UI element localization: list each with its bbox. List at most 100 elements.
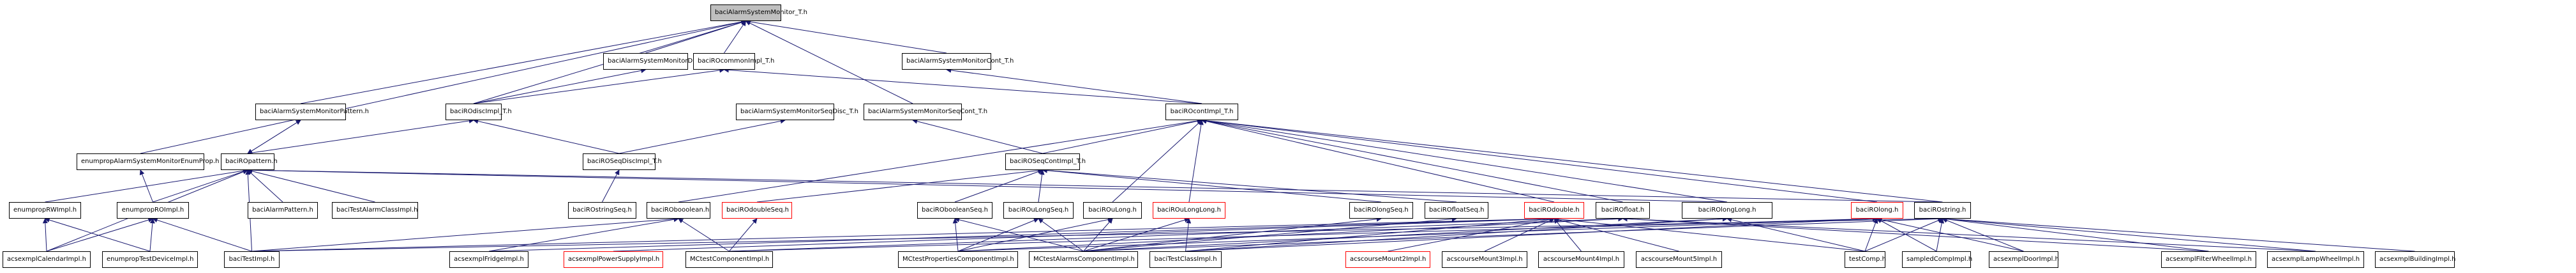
dependency-edge <box>1112 120 1202 203</box>
graph-node[interactable]: baciROstringSeq.h <box>568 202 636 219</box>
dependency-edge <box>678 218 730 252</box>
dependency-edge <box>1038 169 1045 203</box>
dependency-edge <box>1942 216 2316 252</box>
graph-node[interactable]: enumpropRWImpl.h <box>9 202 81 219</box>
graph-node[interactable]: baciROSeqDiscImpl_T.h <box>583 153 662 170</box>
dependency-edge <box>957 217 1113 252</box>
dependency-edge <box>745 20 913 104</box>
dependency-edge <box>1042 168 1382 203</box>
dependency-edge <box>618 118 786 154</box>
graph-node[interactable]: baciAlarmSystemMonitorPattern.h <box>255 104 369 120</box>
graph-node[interactable]: baciTestClassImpl.h <box>1149 251 1222 268</box>
graph-node[interactable]: enumpropAlarmSystemMonitorEnumProp.h <box>77 153 219 170</box>
graph-node[interactable]: baciROSeqContImpl_T.h <box>1005 153 1086 170</box>
node-root[interactable]: baciAlarmSystemMonitor_T.h <box>710 4 807 21</box>
dependency-edge <box>1042 168 1457 203</box>
graph-node[interactable]: acsexmplLampWheelImpl.h <box>2267 251 2364 268</box>
dependency-edge <box>300 19 747 104</box>
dependency-edge <box>1185 216 1878 252</box>
graph-node[interactable]: baciAlarmPattern.h <box>248 202 318 219</box>
dependency-edge <box>723 67 1202 104</box>
dependency-edge <box>1201 118 1878 203</box>
dependency-edge <box>251 216 1555 252</box>
graph-node[interactable]: MCtestAlarmsComponentImpl.h <box>1029 251 1138 268</box>
graph-node[interactable]: baciAlarmSystemMonitorSeqDisc_T.h <box>736 104 858 120</box>
graph-node[interactable]: acsexmplFridgeImpl.h <box>449 251 528 268</box>
graph-node[interactable]: acsexmplBuildingImpl.h <box>2375 251 2456 268</box>
dependency-edge <box>1554 216 1866 252</box>
graph-node[interactable]: baciROlongSeq.h <box>1349 202 1413 219</box>
dependency-edge <box>44 217 151 252</box>
dependency-edge <box>247 168 375 203</box>
graph-node[interactable]: baciROuLongLong.h <box>1153 202 1225 219</box>
graph-node[interactable]: baciAlarmSystemMonitorCont_T.h <box>902 53 1014 70</box>
dependency-edge <box>1185 216 1728 252</box>
graph-node[interactable]: MCtestComponentImpl.h <box>685 251 773 268</box>
graph-node[interactable]: baciTestAlarmClassImpl.h <box>332 202 418 219</box>
graph-node[interactable]: baciROpattern.h <box>221 153 278 170</box>
graph-node[interactable]: baciROcommonImpl_T.h <box>693 53 774 70</box>
graph-node[interactable]: acscourseMount5Impl.h <box>1636 251 1722 268</box>
graph-node[interactable]: baciROlongLong.h <box>1682 202 1772 219</box>
dependency-edge <box>946 67 1202 104</box>
graph-node[interactable]: acscourseMount2Impl.h <box>1345 251 1430 268</box>
dependency-edge <box>1185 216 1555 252</box>
graph-node[interactable]: baciTestImpl.h <box>224 251 280 268</box>
graph-node[interactable]: baciROcontImpl_T.h <box>1165 104 1238 120</box>
graph-node[interactable]: baciRObooolean.h <box>647 202 710 219</box>
graph-node[interactable]: acscourseMount4Impl.h <box>1538 251 1624 268</box>
graph-node[interactable]: baciROdiscImpl_T.h <box>446 104 512 120</box>
dependency-edge <box>1554 218 1582 252</box>
dependency-edge <box>488 217 679 252</box>
graph-node[interactable]: acsexmplPowerSupplyImpl.h <box>564 251 663 268</box>
graph-node[interactable]: sampledCompImpl.h <box>1902 251 1972 268</box>
dependency-edge <box>1876 218 1937 252</box>
dependency-edge <box>473 68 647 104</box>
dependency-edge <box>251 216 679 252</box>
graph-node[interactable]: enumpropTestDeviceImpl.h <box>102 251 198 268</box>
dependency-edge <box>247 168 1943 203</box>
dependency-edge <box>149 218 155 252</box>
graph-node[interactable]: acscourseMount3Impl.h <box>1442 251 1527 268</box>
dependency-edge <box>678 118 1202 203</box>
graph-node[interactable]: baciRObooleanSeq.h <box>917 202 992 219</box>
dependency-edge <box>1622 216 2316 252</box>
dependency-edge <box>1942 217 2024 252</box>
graph-node[interactable]: baciROuLong.h <box>1083 202 1142 219</box>
dependency-edge <box>1201 118 1943 203</box>
dependency-edge <box>473 67 725 104</box>
dependency-edge <box>152 217 252 252</box>
dependency-edge <box>1201 118 1728 203</box>
graph-node[interactable]: baciROuLongSeq.h <box>1003 202 1074 219</box>
dependency-edge <box>729 218 758 252</box>
graph-node[interactable]: acsexmplCalendarImpl.h <box>3 251 91 268</box>
graph-node[interactable]: baciROdoubleSeq.h <box>722 202 792 219</box>
dependency-edge <box>1038 218 1084 252</box>
graph-node[interactable]: baciROfloat.h <box>1596 202 1650 219</box>
dependency-edge <box>247 168 1728 203</box>
graph-node[interactable]: enumpropROImpl.h <box>117 202 189 219</box>
graph-node[interactable]: baciAlarmSystemMonitorSeqCont_T.h <box>864 104 987 120</box>
graph-node[interactable]: MCtestPropertiesComponentImpl.h <box>898 251 1018 268</box>
dependency-edge <box>1201 118 1623 203</box>
dependency-edge <box>247 118 474 154</box>
graph-node[interactable]: acsexmplFilterWheelImpl.h <box>2161 251 2256 268</box>
dependency-edge <box>1188 120 1204 203</box>
dependency-edge <box>1942 216 2415 252</box>
graph-node[interactable]: baciROlong.h <box>1851 202 1903 219</box>
dependency-edge <box>1083 216 1382 252</box>
graph-node[interactable]: baciROstring.h <box>1914 202 1971 219</box>
dependency-edge <box>251 216 1943 252</box>
dependency-edge <box>957 216 1878 252</box>
dependency-edge <box>952 218 959 252</box>
dependency-edge <box>45 168 248 203</box>
dependency-edge <box>957 217 1039 252</box>
graph-node[interactable]: baciROfloatSeq.h <box>1425 202 1488 219</box>
graph-node[interactable]: baciAlarmSystemMonitorDisc_T.h <box>603 53 714 70</box>
graph-node[interactable]: acsexmplDoorImpl.h <box>1989 251 2059 268</box>
dependency-edge <box>1864 218 1878 252</box>
dependency-edge <box>602 169 620 203</box>
graph-node[interactable]: testComp.h <box>1845 251 1886 268</box>
graph-node[interactable]: baciROdouble.h <box>1524 202 1584 219</box>
